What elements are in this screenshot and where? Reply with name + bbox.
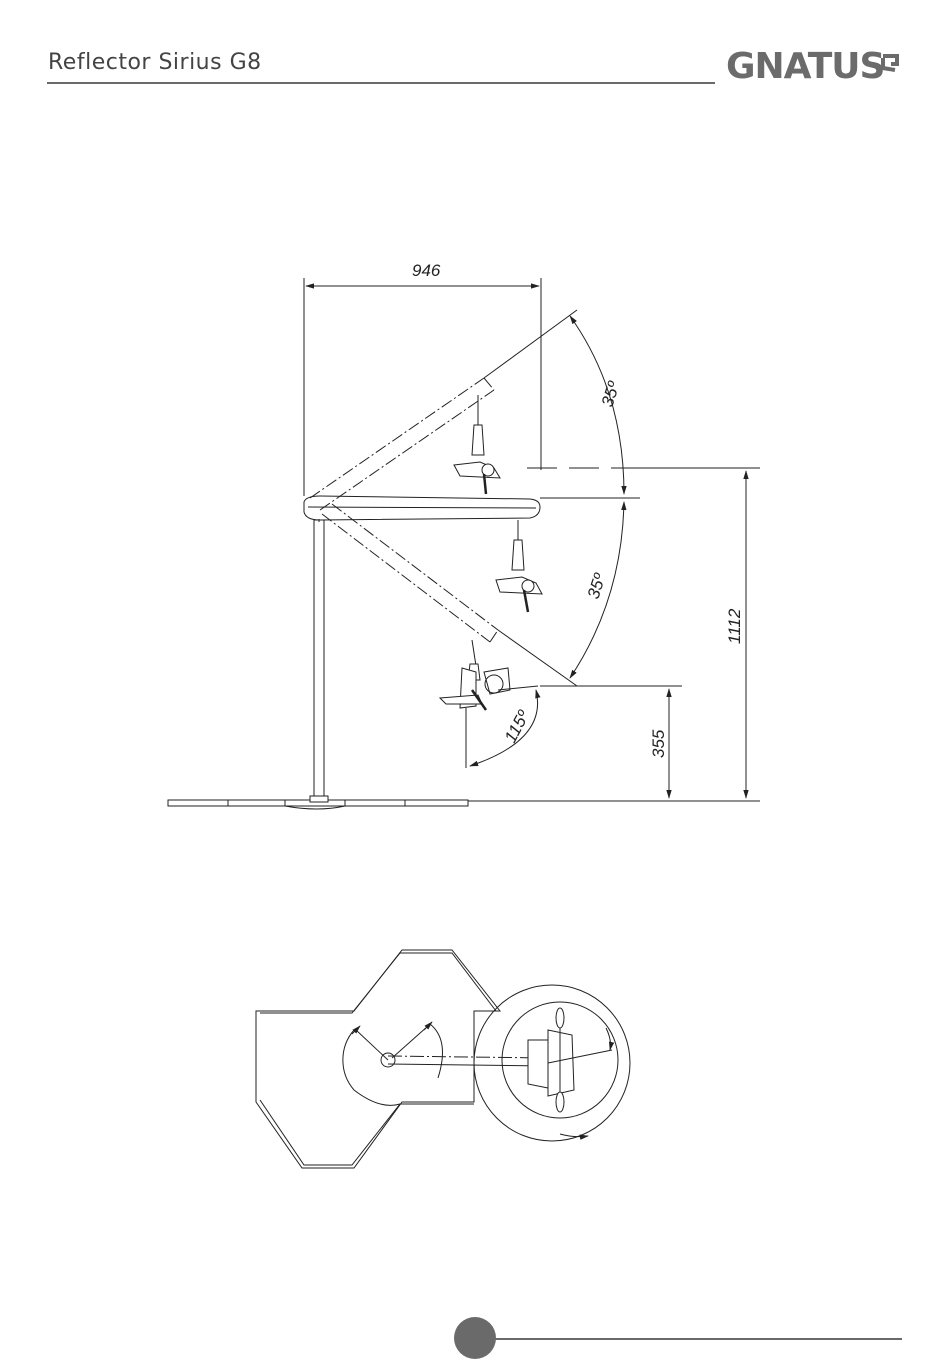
plan-base-outline bbox=[256, 950, 500, 1168]
lamp-head-horizontal bbox=[496, 520, 542, 612]
page-number-marker bbox=[454, 1317, 496, 1359]
angle-down-label: 35º bbox=[584, 571, 610, 602]
angle-head-label: 115º bbox=[501, 707, 534, 746]
side-elevation-view bbox=[168, 278, 760, 809]
angle-up-label: 35º bbox=[598, 379, 624, 410]
plan-lamp-head bbox=[528, 1008, 612, 1112]
arm-lowered-position bbox=[322, 504, 498, 642]
support-column bbox=[310, 520, 328, 802]
height-min-label: 355 bbox=[649, 729, 668, 758]
lamp-head-raised bbox=[454, 395, 500, 494]
footer-divider bbox=[494, 1338, 902, 1340]
arm-raised-position bbox=[310, 378, 494, 510]
extension-lines bbox=[304, 278, 760, 801]
height-total-label: 1112 bbox=[725, 608, 744, 644]
plan-view bbox=[256, 950, 630, 1168]
lamp-head-lowered bbox=[440, 640, 510, 710]
width-dimension-label: 946 bbox=[412, 261, 441, 280]
